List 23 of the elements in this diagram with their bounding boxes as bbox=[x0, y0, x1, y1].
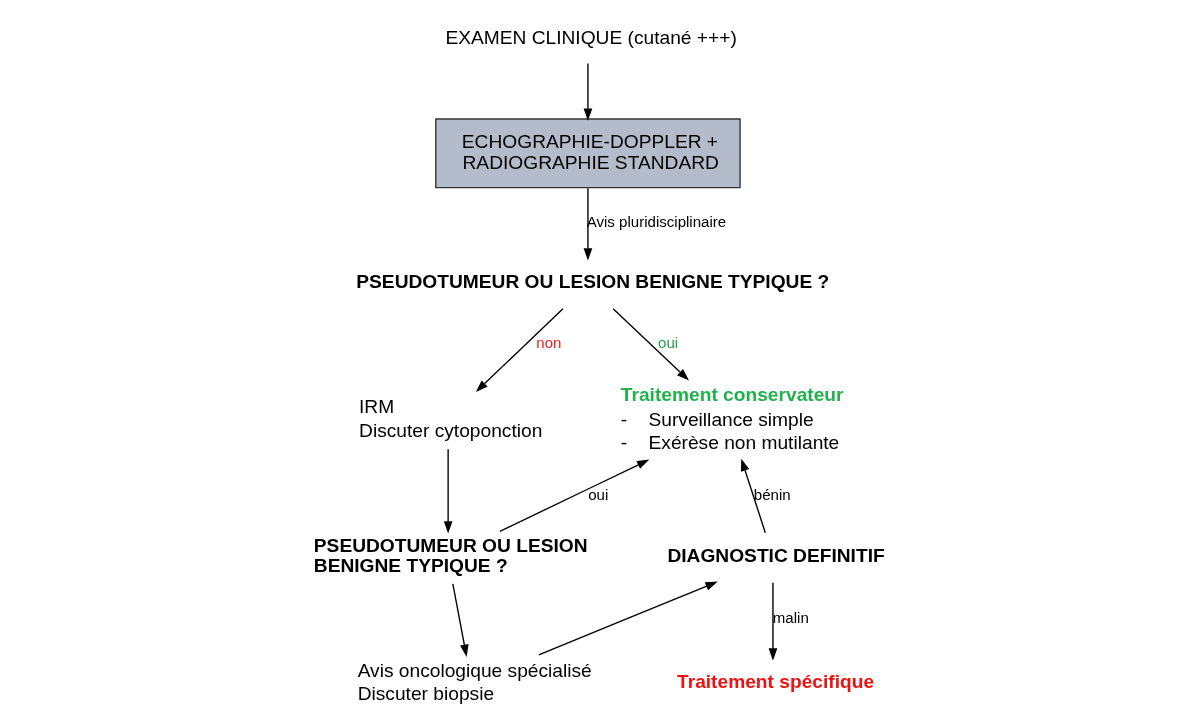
arrow bbox=[612, 308, 689, 381]
edge-label: oui bbox=[587, 485, 608, 503]
arrow bbox=[475, 308, 564, 393]
arrow bbox=[498, 459, 649, 533]
node-text: PSEUDOTUMEUR OU LESION BENIGNE TYPIQUE ? bbox=[355, 270, 829, 292]
arrow bbox=[443, 448, 452, 534]
node-text: Traitement spécifique bbox=[676, 671, 874, 693]
edge-label: oui bbox=[657, 333, 678, 351]
edge-label: non bbox=[535, 333, 561, 351]
node-box: ECHOGRAPHIE-DOPPLER + RADIOGRAPHIE STANDARD bbox=[434, 118, 741, 189]
node-text: Traitement conservateur - Surveillance simple - Exérèse non mutilante bbox=[620, 383, 844, 453]
arrow bbox=[451, 583, 469, 657]
node-text: IRM Discuter cytoponction bbox=[358, 396, 542, 441]
node-text: DIAGNOSTIC DEFINITIF bbox=[666, 545, 885, 567]
arrow bbox=[768, 582, 777, 661]
arrow bbox=[583, 187, 592, 261]
node-text: Avis oncologique spécialisé Discuter biopsie bbox=[357, 660, 592, 705]
edge-label: bénin bbox=[753, 485, 791, 503]
arrow bbox=[537, 581, 718, 656]
arrow bbox=[583, 62, 592, 121]
node-text: EXAMEN CLINIQUE (cutané +++) bbox=[444, 26, 737, 48]
arrow bbox=[740, 458, 766, 534]
node-text: PSEUDOTUMEUR OU LESION BENIGNE TYPIQUE ? bbox=[313, 535, 588, 576]
